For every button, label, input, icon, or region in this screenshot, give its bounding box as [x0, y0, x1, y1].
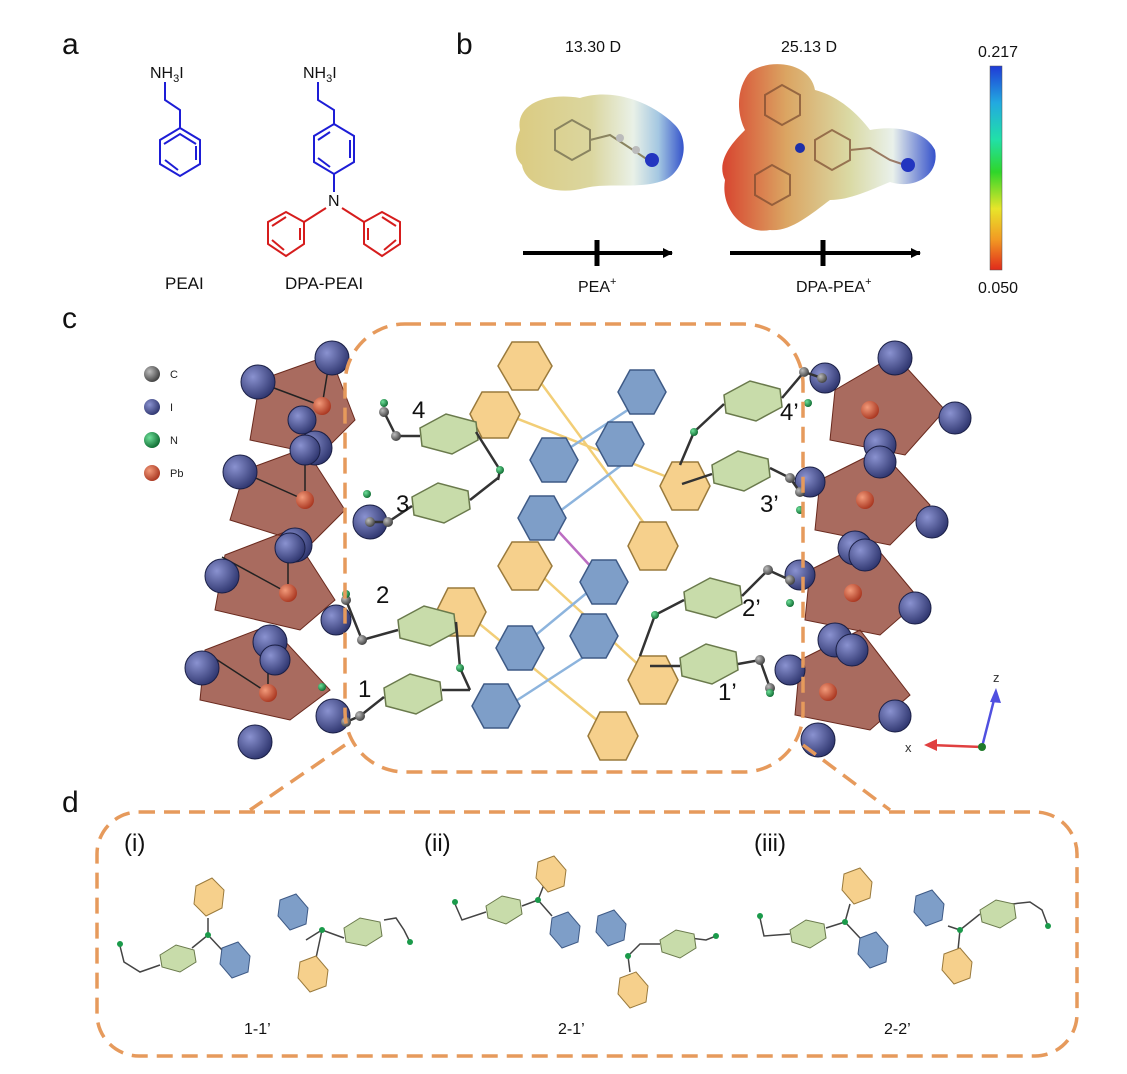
site-label-4-prime: 4’ [780, 399, 799, 426]
site-label-2: 2 [376, 582, 389, 609]
legend-pb-ball [144, 465, 160, 481]
peai-structure: NH3I [150, 65, 201, 178]
legend-c-ball [144, 366, 160, 382]
pair-iii-structure [757, 867, 1051, 985]
pair-ii-label: (ii) [424, 830, 451, 857]
legend-i-label: I [170, 402, 173, 414]
dpa-pea-cation-label: DPA-PEA+ [796, 276, 872, 296]
atom-legend: C I N Pb [144, 366, 183, 481]
dpa-peai-amine-label: NH3I [303, 65, 337, 85]
esp-colorbar: 0.217 0.050 [978, 44, 1018, 297]
colorbar-min: 0.050 [978, 280, 1018, 297]
esp-map-dpa-pea [722, 64, 936, 231]
esp-map-pea [515, 94, 684, 191]
pair-iii-caption: 2-2’ [884, 1021, 911, 1038]
peai-amine-label: NH3I [150, 65, 184, 85]
panel-c-letter: c [62, 302, 77, 335]
site-label-3: 3 [396, 491, 409, 518]
pair-i-structure [117, 877, 413, 993]
nitrogen-label: N [328, 193, 340, 210]
left-perovskite-layer [184, 340, 388, 760]
legend-c-label: C [170, 369, 178, 381]
organic-bilayer [318, 341, 827, 761]
pair-ii-structure [452, 855, 719, 1009]
peai-label: PEAI [165, 274, 204, 293]
legend-i-ball [144, 399, 160, 415]
legend-pb-label: Pb [170, 468, 183, 480]
panel-b-letter: b [456, 28, 473, 61]
zoom-line-right [801, 743, 892, 812]
pair-ii-caption: 2-1’ [558, 1021, 585, 1038]
site-label-1: 1 [358, 676, 371, 703]
dpa-peai-label: DPA-PEAI [285, 274, 363, 293]
dpa-peai-structure: NH3I N [267, 65, 401, 258]
legend-n-label: N [170, 435, 178, 447]
axis-x-label: x [905, 740, 912, 755]
axis-z-label: z [993, 670, 1000, 685]
dipole-pea: 13.30 D [565, 39, 621, 56]
dipole-arrow-pea [523, 240, 673, 266]
legend-n-ball [144, 432, 160, 448]
colorbar-max: 0.217 [978, 44, 1018, 61]
pair-i-caption: 1-1’ [244, 1021, 271, 1038]
site-label-2-prime: 2’ [742, 595, 761, 622]
highlight-box [343, 322, 805, 774]
panel-d-box [95, 810, 1079, 1058]
pea-cation-label: PEA+ [578, 276, 616, 296]
dipole-arrow-dpa-pea [730, 240, 921, 266]
pair-i-label: (i) [124, 830, 145, 857]
site-label-3-prime: 3’ [760, 491, 779, 518]
site-label-4: 4 [412, 397, 425, 424]
panel-d-letter: d [62, 786, 79, 819]
dipole-dpa-pea: 25.13 D [781, 39, 837, 56]
pair-iii-label: (iii) [754, 830, 786, 857]
zoom-line-left [249, 743, 346, 812]
site-label-1-prime: 1’ [718, 679, 737, 706]
axes-indicator: z x [905, 670, 1001, 755]
panel-a-letter: a [62, 28, 79, 61]
